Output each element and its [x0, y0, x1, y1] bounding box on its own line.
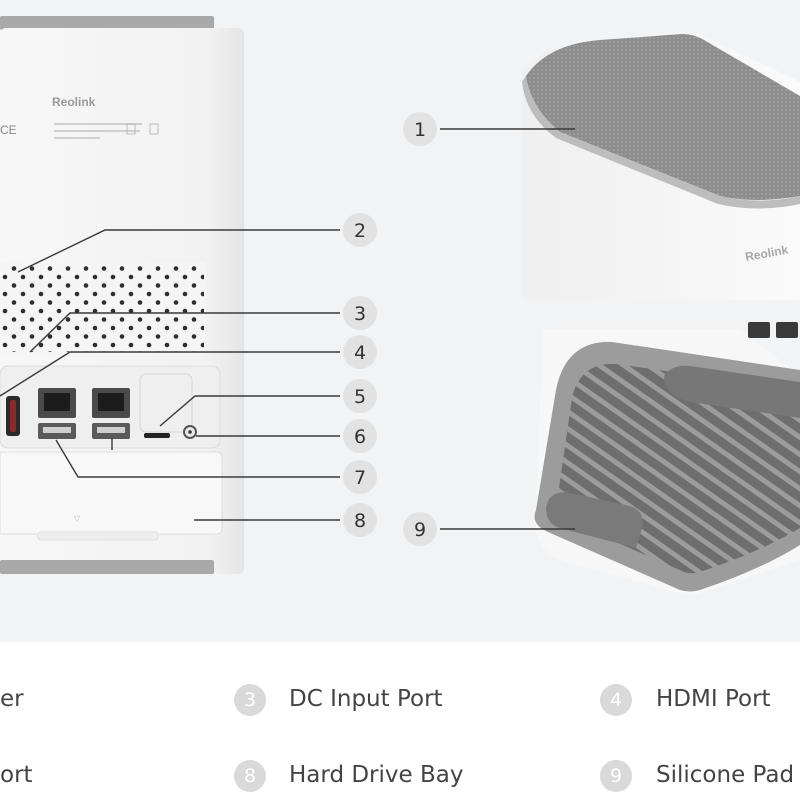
legend-label-hdmi-port: HDMI Port: [656, 686, 771, 712]
callout-number-7: 7: [354, 467, 366, 489]
legend-badge-3: 3: [234, 684, 266, 716]
callout-badge-1: [403, 112, 437, 146]
callout-number-5: 5: [354, 386, 366, 408]
callout-number-3: 3: [354, 303, 366, 325]
callout-badge-9: [403, 512, 437, 546]
legend-label-dc-input-port: DC Input Port: [289, 686, 443, 712]
rear-port-peek: [748, 322, 770, 338]
callout-badge-3: [343, 296, 377, 330]
bottom-view-top-edge: [552, 322, 800, 330]
callout-number-9: 9: [414, 519, 426, 541]
callout-badge-8: [343, 503, 377, 537]
ethernet-port-1-socket: [44, 393, 70, 411]
silicone-pad-back: [664, 365, 800, 418]
silicone-pad-front: [546, 492, 643, 548]
callout-number-1: 1: [414, 119, 426, 141]
callout-number-4: 4: [354, 342, 366, 364]
callout-number-6: 6: [354, 426, 366, 448]
nvr-top-view: Reolink: [512, 16, 800, 300]
nvr-bottom-view: [512, 322, 800, 596]
legend-label-hard-drive-bay: Hard Drive Bay: [289, 762, 464, 788]
legend-badge-8: 8: [234, 760, 266, 792]
device-brand-text: Reolink: [52, 95, 96, 109]
bay-latch: [37, 531, 159, 541]
ce-mark-icon: CE: [0, 123, 17, 137]
reset-panel: [139, 373, 193, 433]
ethernet-port-2-socket: [98, 393, 124, 411]
mesh-rim: [522, 76, 800, 209]
cert-mark-icon: [126, 123, 136, 135]
legend-badge-4: 4: [600, 684, 632, 716]
hard-drive-bay-door: [0, 451, 223, 535]
leader-line-5: [159, 395, 340, 427]
usb-port-1-tongue: [43, 427, 71, 433]
dc-input-jack-pin: [188, 430, 192, 434]
top-gray-band: [0, 16, 214, 30]
callout-badge-4: [343, 335, 377, 369]
callout-number-8: 8: [354, 510, 366, 532]
legend-label-fourth: ort: [0, 762, 33, 788]
leader-line-3: [29, 312, 340, 353]
recycle-mark-icon: [149, 123, 159, 135]
nvr-back-view: Reolink CE ▽: [0, 16, 244, 574]
callout-badge-2: [343, 213, 377, 247]
bay-arrow-icon: ▽: [74, 514, 81, 523]
leader-line-2: [17, 229, 340, 273]
callout-badge-7: [343, 460, 377, 494]
vent-grille: [0, 266, 204, 352]
legend-label-first: er: [0, 686, 24, 712]
speaker-mesh-top: [526, 34, 800, 200]
callout-badge-6: [343, 419, 377, 453]
usb-port-2-tongue: [97, 427, 125, 433]
callouts: 1 2 3 4 5 6 7 8 9: [343, 112, 437, 546]
leader-line-7: [55, 439, 340, 478]
callout-badge-5: [343, 379, 377, 413]
bottom-gray-band: [0, 560, 214, 574]
legend-label-silicone-pad: Silicone Pad: [656, 762, 795, 788]
rear-port-peek: [776, 322, 798, 338]
hdmi-port-inner: [10, 400, 16, 432]
callout-number-2: 2: [354, 220, 366, 242]
card-slot: [144, 433, 170, 438]
leader-lines: [0, 128, 575, 530]
legend-badge-9: 9: [600, 760, 632, 792]
leader-line-4: [0, 351, 340, 397]
